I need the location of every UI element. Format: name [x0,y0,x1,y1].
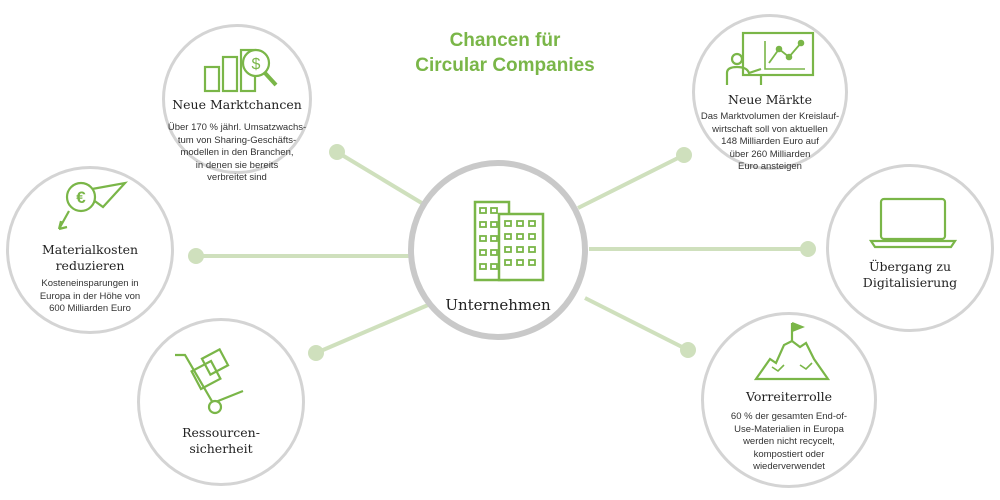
node-title: Neue Märkte [728,92,812,107]
node-description: 60 % der gesamten End-of- Use-Materialie… [731,411,847,474]
node-description: Das Marktvolumen der Kreislauf- wirtscha… [701,111,839,174]
text-line: werden nicht recycelt, [743,436,835,447]
text-line: modellen in den Branchen, [180,147,294,158]
connector-dot-materialkosten [188,248,204,264]
node-title: Neue Marktchancen [172,97,302,112]
title-line: Übergang zu [868,259,952,274]
node-vorreiterrolle: Vorreiterrolle 60 % der gesamten End-of-… [701,312,877,488]
presentation-icon [725,31,815,85]
text-line: Use-Materialien in Europa [734,423,844,435]
market-chart-icon: $ [203,48,278,93]
text-line: Kosteneinsparungen in [41,278,139,289]
text-line: wiederverwendet [753,461,825,472]
title-line: Ressourcen- [182,425,260,440]
title-line: reduzieren [55,258,125,273]
title-line: sicherheit [189,441,253,456]
node-title: Übergang zu Digitalisierung [829,259,991,291]
connector-neue-marktchancen [335,150,427,207]
text-line: 148 Milliarden Euro auf [721,136,819,147]
title-line-2: Circular Companies [415,55,595,76]
connector-dot-digitalisierung [800,241,816,257]
node-ressourcen: Ressourcen- sicherheit [137,318,305,486]
text-line: Über 170 % jährl. Umsatzwachs- [167,122,307,133]
text-line: 600 Milliarden Euro [49,303,131,314]
text-line: über 260 Milliarden [729,148,811,160]
text-line: Das Marktvolumen der Kreislauf- [700,111,840,122]
title-line: Digitalisierung [862,275,958,290]
node-digitalisierung: Übergang zu Digitalisierung [826,164,994,332]
node-neue-marktchancen: $ Neue Marktchancen Über 170 % jährl. Um… [162,24,312,183]
text-line: kompostiert oder [753,448,825,460]
mountain-flag-icon [754,321,830,381]
center-label: Unternehmen [445,296,551,314]
connector-ressourcen [315,303,429,355]
text-line: verbreitet sind [207,172,267,183]
text-line: wirtschaft soll von aktuellen [712,123,828,135]
hand-truck-icon [175,347,244,415]
page-title: Chancen für Circular Companies [390,28,620,78]
laptop-icon [869,197,957,249]
text-line: tum von Sharing-Geschäfts- [177,134,297,146]
text-line: in denen sie bereits [195,159,279,171]
connector-vorreiterrolle [584,296,689,352]
node-neue-maerkte: Neue Märkte Das Marktvolumen der Kreisla… [692,14,848,172]
connector-dot-neue-maerkte [676,147,692,163]
node-description: Über 170 % jährl. Umsatzwachs- tum von S… [168,122,306,185]
node-title: Ressourcen- sicherheit [140,425,302,457]
node-title: Vorreiterrolle [745,389,833,404]
text-line: Euro ansteigen [738,161,802,172]
title-line: Materialkosten [41,242,139,257]
node-description: Kosteneinsparungen in Europa in der Höhe… [40,278,140,316]
connector-dot-vorreiterrolle [680,342,696,358]
svg-text:€: € [76,188,86,207]
svg-text:$: $ [252,56,261,73]
text-line: Europa in der Höhe von [39,290,141,302]
node-materialkosten: € Materialkosten reduzieren Kosteneinspa… [6,166,174,334]
connector-dot-neue-marktchancen [329,144,345,160]
connector-dot-ressourcen [308,345,324,361]
center-node: Unternehmen [408,160,588,340]
title-line-1: Chancen für [449,30,561,51]
building-icon [473,200,545,282]
connector-neue-maerkte [577,153,685,210]
euro-down-icon: € [57,181,129,231]
node-title: Materialkosten reduzieren [9,242,171,274]
text-line: 60 % der gesamten End-of- [730,411,848,422]
